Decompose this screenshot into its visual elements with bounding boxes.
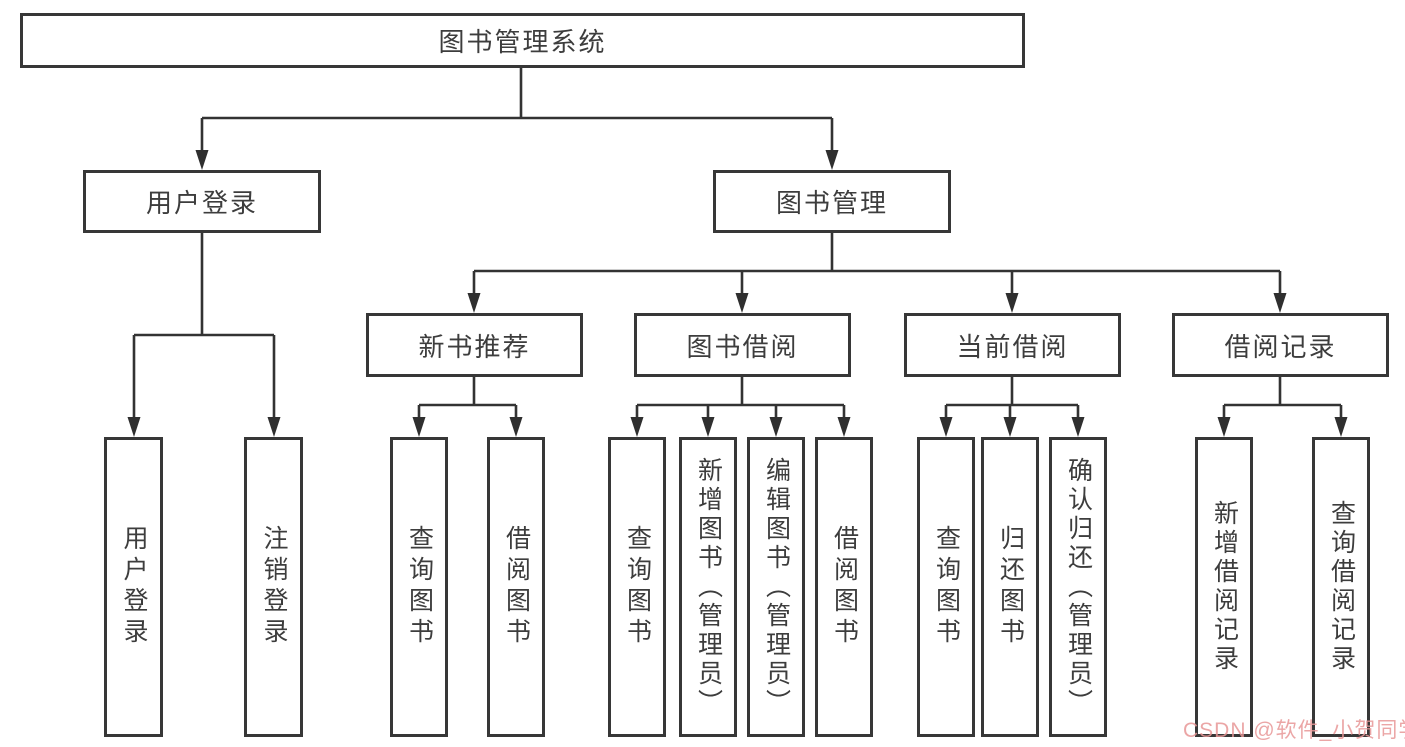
node-borrow-records: 借阅记录	[1172, 313, 1389, 377]
node-book-management: 图书管理	[713, 170, 951, 233]
leaf-current-query-books-label: 查询图书	[932, 525, 961, 649]
node-new-book-recommend: 新书推荐	[366, 313, 583, 377]
node-root-system: 图书管理系统	[20, 13, 1025, 68]
csdn-watermark: CSDN @软件_小贺同学	[1183, 719, 1405, 742]
node-current-borrowing: 当前借阅	[904, 313, 1121, 377]
leaf-record-add-borrow-record-label: 新增借阅记录	[1210, 500, 1239, 674]
leaf-logout: 注销登录	[244, 437, 303, 737]
leaf-newbook-borrow-books-label: 借阅图书	[502, 525, 531, 649]
node-borrow-records-label: 借阅记录	[1224, 331, 1337, 362]
leaf-current-return-books-label: 归还图书	[996, 525, 1025, 649]
node-book-borrowing: 图书借阅	[634, 313, 851, 377]
node-root-label: 图书管理系统	[438, 27, 607, 57]
leaf-current-return-books: 归还图书	[981, 437, 1039, 737]
leaf-borrowing-query-books-label: 查询图书	[623, 525, 652, 649]
leaf-record-query-borrow-record-label: 查询借阅记录	[1327, 500, 1356, 674]
leaf-borrowing-edit-books-admin: 编辑图书（管理员）	[747, 437, 805, 737]
leaf-current-query-books: 查询图书	[917, 437, 975, 737]
leaf-borrowing-edit-books-admin-label: 编辑图书（管理员）	[762, 456, 791, 718]
node-user-login: 用户登录	[83, 170, 321, 233]
leaf-newbook-query-books-label: 查询图书	[405, 525, 434, 649]
node-new-book-recommend-label: 新书推荐	[418, 331, 531, 362]
leaf-current-confirm-return-admin-label: 确认归还（管理员）	[1064, 456, 1093, 718]
leaf-newbook-query-books: 查询图书	[390, 437, 448, 737]
leaf-newbook-borrow-books: 借阅图书	[487, 437, 545, 737]
node-book-management-label: 图书管理	[775, 188, 888, 218]
node-user-login-label: 用户登录	[145, 188, 258, 218]
leaf-record-add-borrow-record: 新增借阅记录	[1195, 437, 1253, 737]
leaf-borrowing-borrow-books-label: 借阅图书	[830, 525, 859, 649]
leaf-record-query-borrow-record: 查询借阅记录	[1312, 437, 1370, 737]
leaf-current-confirm-return-admin: 确认归还（管理员）	[1049, 437, 1107, 737]
leaf-logout-label: 注销登录	[260, 525, 288, 649]
leaf-user-login-label: 用户登录	[120, 525, 148, 649]
node-book-borrowing-label: 图书借阅	[686, 331, 799, 362]
leaf-user-login: 用户登录	[104, 437, 163, 737]
leaf-borrowing-add-books-admin: 新增图书（管理员）	[679, 437, 737, 737]
leaf-borrowing-query-books: 查询图书	[608, 437, 666, 737]
leaf-borrowing-add-books-admin-label: 新增图书（管理员）	[694, 456, 723, 718]
leaf-borrowing-borrow-books: 借阅图书	[815, 437, 873, 737]
node-current-borrowing-label: 当前借阅	[956, 331, 1069, 362]
